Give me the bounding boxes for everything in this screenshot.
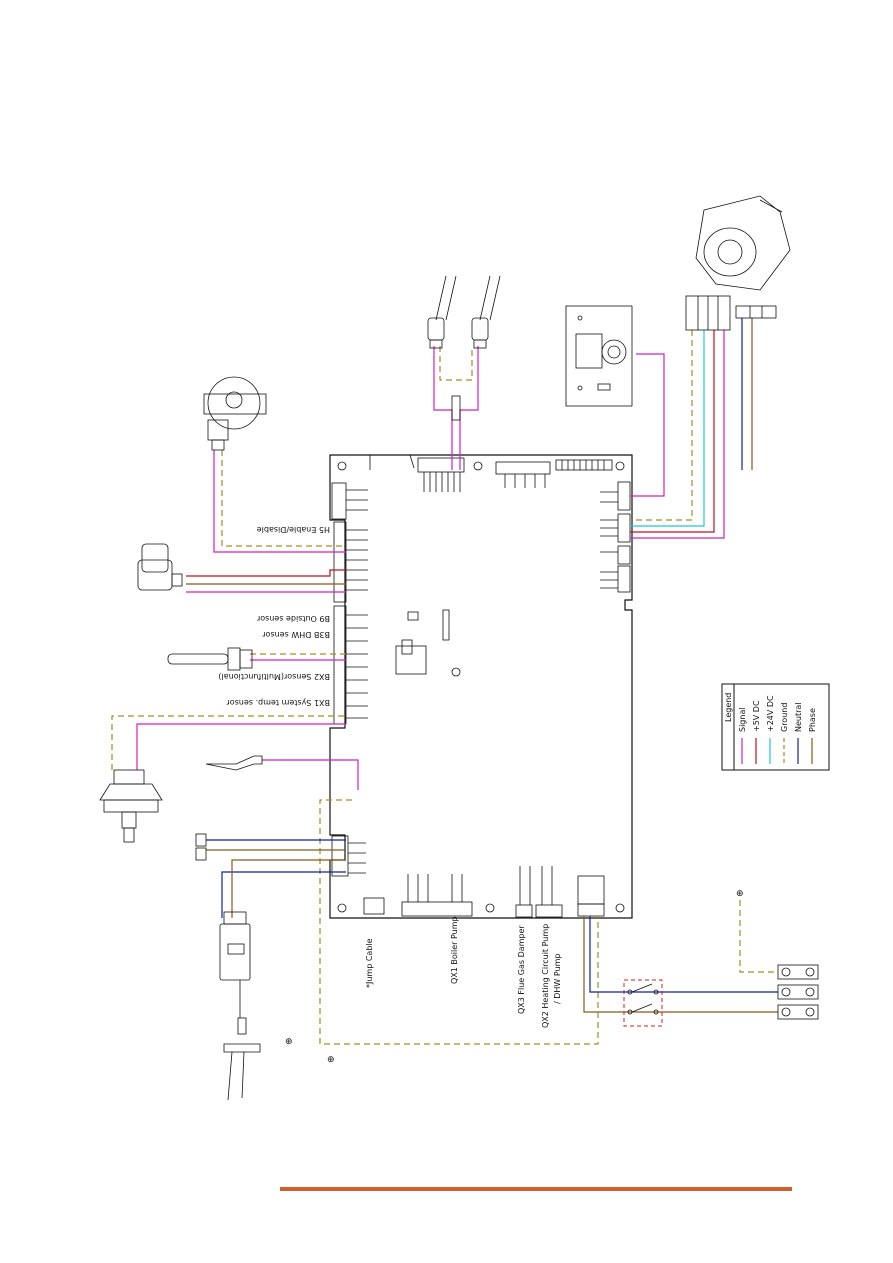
bottom-labels: *Jump Cable QX1 Boiler Pump QX3 Flue Gas… <box>365 916 562 1028</box>
ground-symbol-icon-2: ⊕ <box>285 1037 293 1047</box>
ground-symbol-icon-3: ⊕ <box>327 1055 335 1065</box>
pressure-switch-icon <box>203 376 267 451</box>
temperature-sensor-icon <box>167 647 253 671</box>
legend-label-v5: +5V DC <box>752 700 761 732</box>
ignition-transformer-icon <box>219 911 251 1018</box>
connector-labels: H5 Enable/Disable B9 Outside sensor B3B … <box>218 525 330 707</box>
label-b3b: B3B DHW sensor <box>262 630 330 639</box>
water-pressure-sensor-icon <box>99 769 163 843</box>
label-qx3: QX3 Flue Gas Damper <box>517 925 526 1014</box>
main-board <box>329 454 633 919</box>
power-plug-icon <box>195 833 207 861</box>
double-pole-switch <box>623 979 663 1027</box>
ionisation-electrode-icon <box>205 755 263 771</box>
ignition-electrode-icon <box>223 1017 261 1101</box>
label-jump-cable: *Jump Cable <box>365 938 374 988</box>
label-qx2-dhw: / DHW Pump <box>553 954 562 1005</box>
ground-symbol-icon: ⊕ <box>736 889 744 899</box>
legend-label-phase: Phase <box>808 708 817 732</box>
label-bx1: BX1 System temp. sensor <box>226 698 330 707</box>
flow-return-sensors-icon <box>427 275 501 421</box>
gas-valve-icon <box>137 543 183 591</box>
legend-label-signal: Signal <box>738 707 747 732</box>
wires <box>111 318 778 1045</box>
label-qx2: QX2 Heating Circuit Pump <box>541 924 550 1028</box>
legend-label-neutral: Neutral <box>794 702 803 732</box>
label-h5: H5 Enable/Disable <box>257 525 330 534</box>
mains-terminal-block <box>777 964 819 1020</box>
legend-label-ground: Ground <box>780 703 789 732</box>
control-panel-icon <box>565 305 633 407</box>
legend-label-v24: +24V DC <box>766 695 775 732</box>
label-b9: B9 Outside sensor <box>256 614 330 623</box>
label-qx1: QX1 Boiler Pump <box>450 916 459 984</box>
fan-icon <box>695 195 791 291</box>
legend-title: Legend <box>724 693 733 722</box>
legend: Legend Signal +5V DC +24V DC Ground Neutral P… <box>721 683 830 771</box>
fan-terminal-block <box>685 295 777 331</box>
label-bx2: BX2 Sensor(Multifunctional) <box>218 672 330 681</box>
